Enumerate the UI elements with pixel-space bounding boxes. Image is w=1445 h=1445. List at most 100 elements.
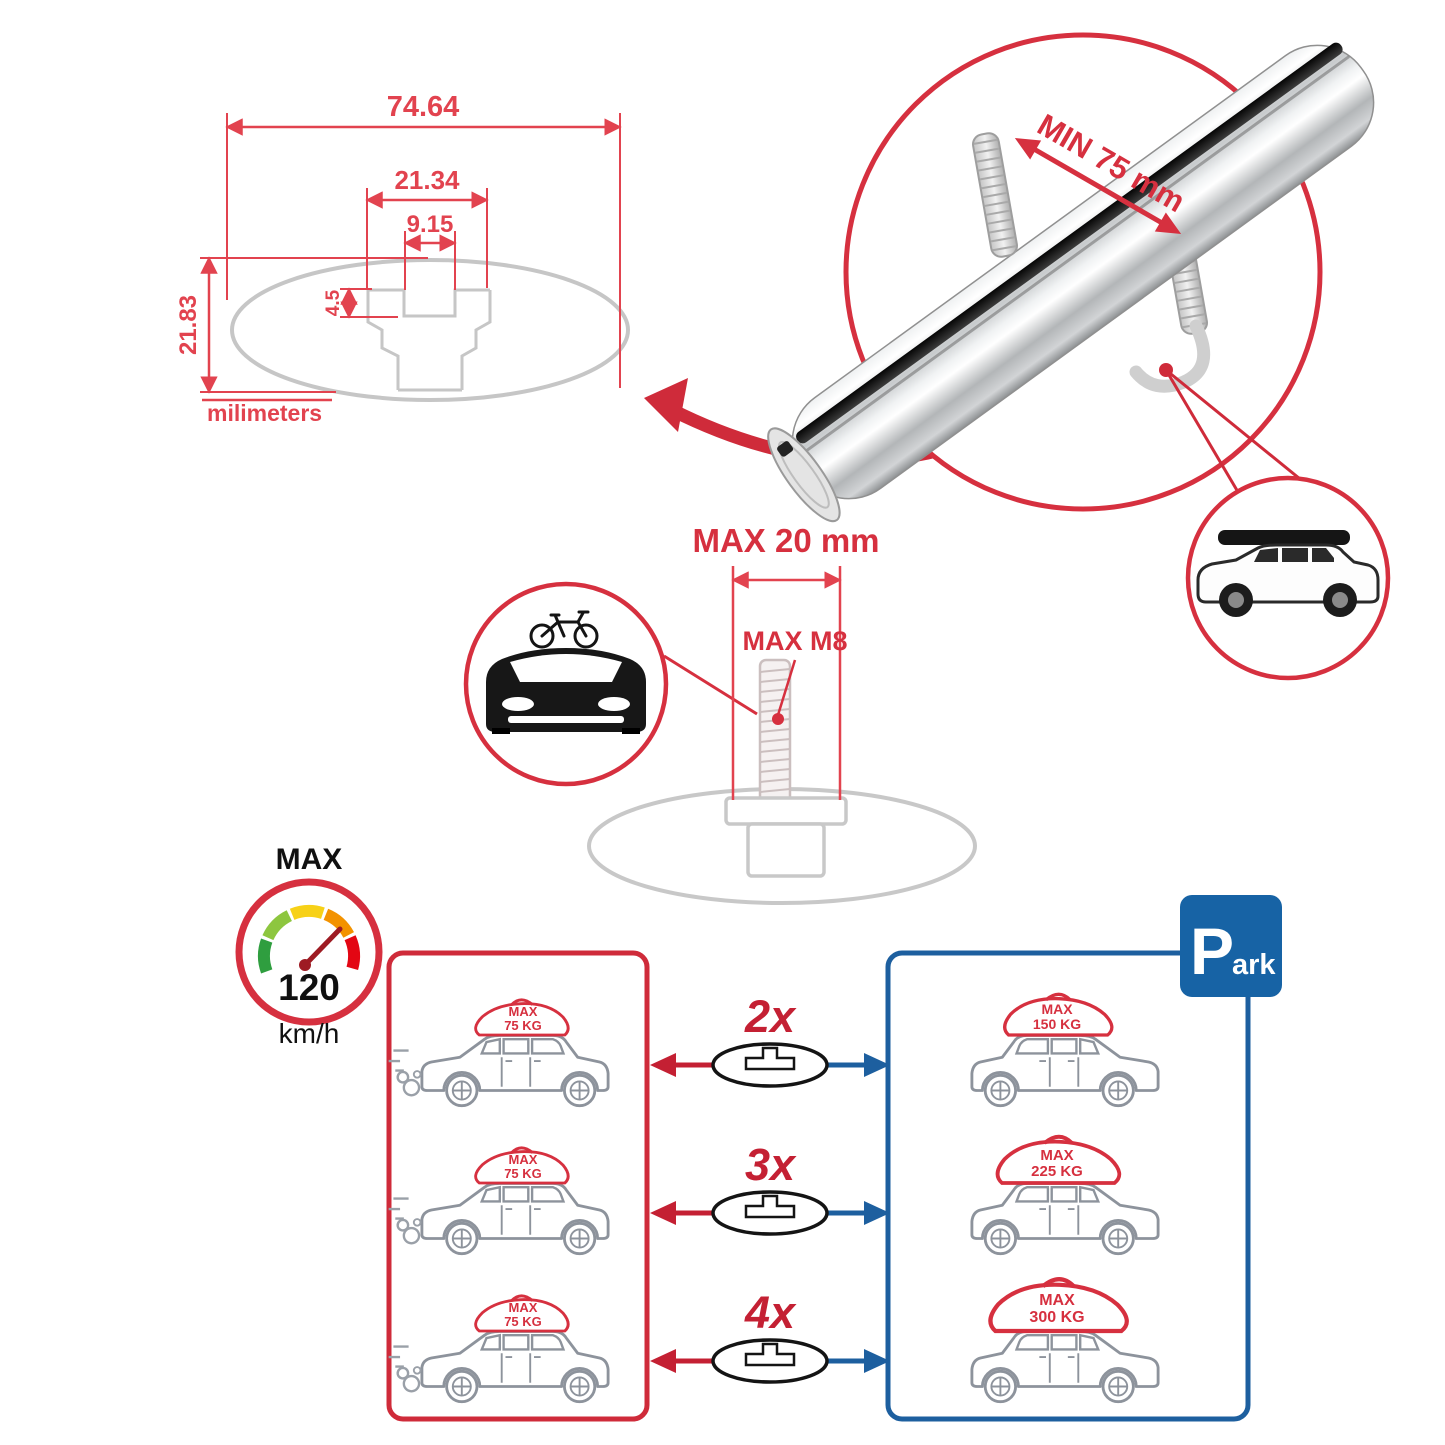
crossbar-seam-line	[804, 55, 1350, 453]
capacity-section: MAX 120 km/h MAX 75 KG MAX	[235, 843, 1282, 1422]
adapter-flange	[724, 796, 848, 826]
car-headlight	[502, 697, 534, 711]
arrow-left-head	[650, 1349, 676, 1373]
leader-line	[1164, 369, 1240, 493]
suv-hub	[1228, 592, 1244, 608]
adapter-stem	[746, 822, 826, 878]
car-front-view	[486, 648, 646, 734]
dim-total-height-label: 21.83	[175, 295, 202, 355]
arrow-left-head	[650, 1053, 676, 1077]
speed-value: 120	[278, 967, 340, 1008]
bag-max-label: MAX	[1041, 1001, 1073, 1017]
aluminium-crossbar	[767, 42, 1375, 523]
bag-weight: 150 KG	[1033, 1016, 1081, 1032]
min-distance-arrow-shaft	[1025, 142, 1171, 230]
gauge-arc-orange	[323, 908, 354, 938]
suv-window	[1312, 548, 1334, 562]
crossbar-dimension-diagram: 74.64 21.34 9.15 4.5 21.83 milimeters	[175, 91, 630, 426]
gauge-needle-pivot	[299, 959, 311, 971]
parked-car-row-1: MAX 150 KG	[970, 992, 1160, 1108]
suv-window	[1254, 548, 1278, 562]
bag-weight: 75 KG	[504, 1018, 542, 1033]
park-sign-letter: P	[1190, 914, 1234, 988]
park-sign-rest: ark	[1232, 949, 1276, 981]
gauge-arc-green	[257, 938, 273, 974]
max-thread-label: MAX M8	[742, 626, 847, 656]
car-tire	[492, 728, 510, 734]
gauge-needle	[302, 926, 343, 968]
crossbar-render-detail: MIN 75 mm	[767, 32, 1391, 681]
speed-limit-gauge: MAX 120 km/h	[235, 843, 383, 1049]
bag-weight: 225 KG	[1031, 1163, 1083, 1180]
arrow-right-head	[864, 1053, 890, 1077]
multiplier-label: 4x	[744, 1287, 797, 1338]
arrow-left-head	[650, 1201, 676, 1225]
t-slot-glyph	[744, 1046, 796, 1071]
bike-wheel	[529, 623, 555, 649]
bag-max-label: MAX	[1039, 1292, 1075, 1309]
multiplier-label: 3x	[745, 1139, 797, 1190]
bag-weight: 300 KG	[1029, 1309, 1084, 1326]
roof-box	[1218, 530, 1350, 545]
crossbar-end-slot	[777, 441, 794, 457]
gauge-arc-red	[344, 935, 360, 971]
crossbar-end-cap-inner	[778, 440, 830, 509]
dim-slot-inner-label: 9.15	[407, 211, 454, 238]
multiplier-row-2: 3x	[650, 1139, 890, 1236]
suv-hub	[1332, 592, 1348, 608]
multiplier-row-1: 2x	[650, 991, 890, 1088]
min-distance-arrowhead-right	[1154, 212, 1182, 234]
speed-max-label: MAX	[276, 843, 343, 876]
bike-wheel	[573, 623, 599, 649]
bike-car-vignette	[463, 581, 669, 787]
bag-weight: 75 KG	[504, 1166, 542, 1181]
bag-weight: 75 KG	[504, 1314, 542, 1329]
parked-car-row-3: MAX 300 KG	[970, 1279, 1160, 1404]
speed-unit: km/h	[279, 1018, 340, 1049]
t-slot-glyph	[744, 1342, 796, 1367]
gauge-arc-lightgreen	[262, 910, 293, 941]
clamp-hook	[1129, 319, 1211, 393]
suv-with-roofbox	[1196, 530, 1380, 617]
crossbar-profile-lines	[366, 288, 492, 392]
car-windshield	[510, 654, 622, 682]
leader-dot	[772, 713, 784, 725]
bag-max-label: MAX	[509, 1152, 538, 1167]
multiplier-label: 2x	[744, 991, 797, 1042]
dim-slot-depth-label: 4.5	[323, 289, 344, 316]
park-sign: P ark	[1180, 895, 1282, 997]
pointer-arrowhead	[644, 378, 688, 432]
crossbar-section-ellipse	[230, 258, 630, 402]
t-slot-glyph	[744, 1194, 796, 1219]
dim-total-width-label: 74.64	[387, 91, 460, 123]
driving-car-row-2: MAX 75 KG	[387, 1146, 610, 1256]
dim-slot-outer-label: 21.34	[394, 165, 460, 195]
bag-max-label: MAX	[509, 1300, 538, 1315]
driving-car-row-3: MAX 75 KG	[387, 1294, 610, 1404]
parked-car-row-2: MAX 225 KG	[970, 1134, 1160, 1256]
bike-frame	[540, 610, 590, 638]
leader-dot	[1159, 363, 1173, 377]
car-tire	[622, 728, 640, 734]
driving-car-row-1: MAX 75 KG	[387, 998, 610, 1108]
bag-max-label: MAX	[1040, 1147, 1073, 1164]
car-headlight	[598, 697, 630, 711]
suv-roofbox-vignette	[1185, 475, 1391, 681]
leader-line	[776, 659, 797, 716]
max-length-label: MAX 20 mm	[692, 522, 879, 559]
bag-max-label: MAX	[509, 1004, 538, 1019]
multiplier-row-3: 4x	[650, 1287, 890, 1384]
car-bumper	[508, 716, 624, 723]
leader-line	[663, 654, 758, 716]
crossbar-t-slot-groove	[796, 42, 1343, 444]
min-distance-arrowhead-left	[1014, 138, 1042, 160]
units-label: milimeters	[207, 400, 322, 426]
arrow-right-head	[864, 1349, 890, 1373]
park-sign-plate	[1180, 895, 1282, 997]
t-slot-adapter	[724, 796, 848, 878]
gauge-arc-yellow	[289, 905, 325, 920]
suv-window	[1282, 548, 1308, 562]
bolt-detail-section: MAX 20 mm MAX M8	[463, 522, 977, 905]
